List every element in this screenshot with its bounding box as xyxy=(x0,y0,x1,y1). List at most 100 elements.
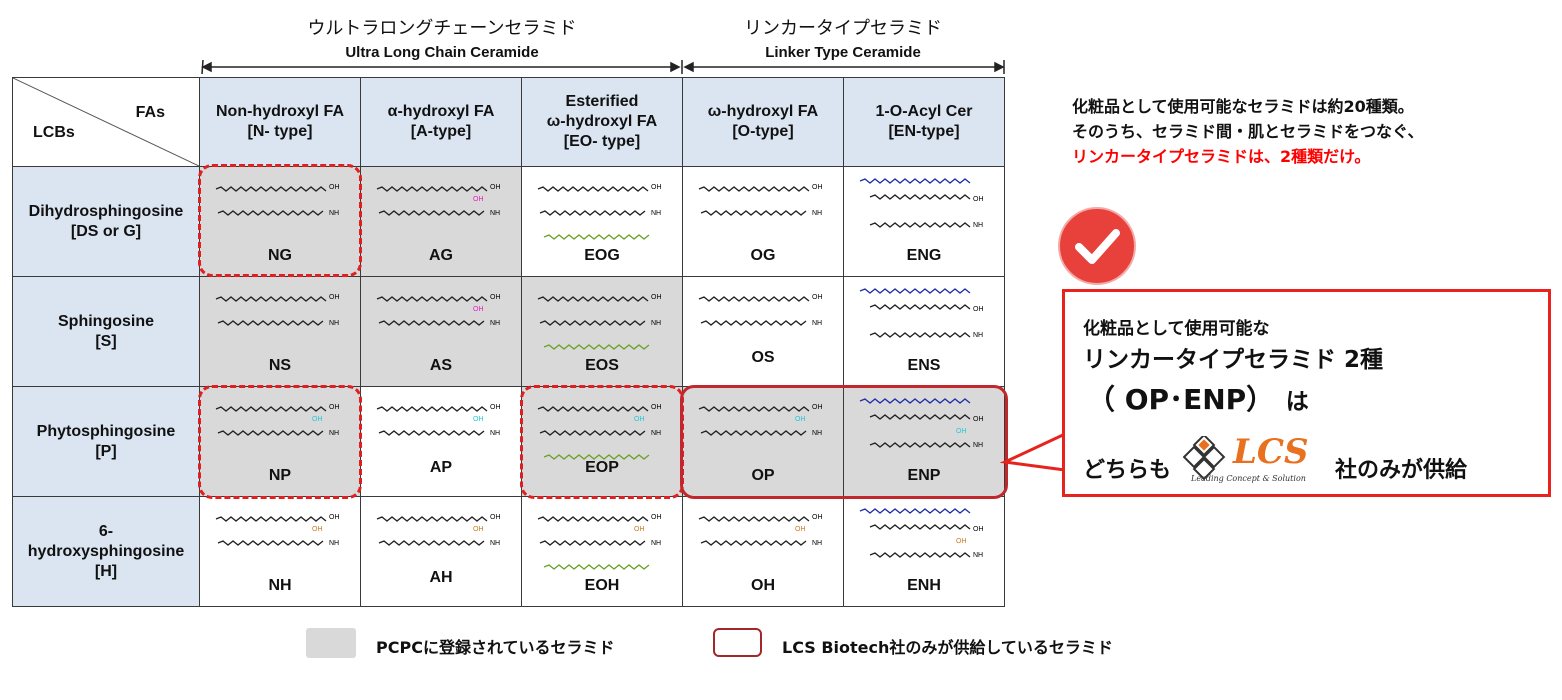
corner-lcbs-label: LCBs xyxy=(33,124,75,141)
nh-group-label: NH xyxy=(651,210,661,217)
oh-group-label: OH xyxy=(651,294,662,301)
corner-fas-label: FAs xyxy=(135,104,165,121)
oh-group-label: OH xyxy=(812,404,823,411)
callout-op-enp: （ OP･ENP） xyxy=(1087,383,1275,416)
fa-header-a: α-hydroxyl FA[A-type] xyxy=(360,77,522,167)
nh-group-label: NH xyxy=(973,442,983,449)
hydroxyl-label: OH xyxy=(473,196,484,203)
legend-red-swatch xyxy=(713,628,762,657)
hydroxyl-label: OH xyxy=(956,538,967,545)
oh-group-label: OH xyxy=(329,514,340,521)
nh-group-label: NH xyxy=(329,320,339,327)
nh-group-label: NH xyxy=(812,430,822,437)
ceramide-structure-drawing: OH NH xyxy=(859,178,984,229)
callout-line-4: どちらも LCS Leading Concept & Solution 社のみが… xyxy=(1083,432,1543,494)
lcb-header-s: Sphingosine[S] xyxy=(12,276,200,387)
nh-group-label: NH xyxy=(651,320,661,327)
lcs-logo-text: LCS xyxy=(1233,432,1309,472)
oh-group-label: OH xyxy=(490,514,501,521)
callout-line-2: リンカータイプセラミド 2種 xyxy=(1083,347,1384,373)
note-line-2: そのうち、セラミド間・肌とセラミドをつなぐ、 xyxy=(1072,122,1424,141)
nh-group-label: NH xyxy=(490,540,500,547)
hydroxyl-label: OH xyxy=(956,428,967,435)
fa-header-n: Non-hydroxyl FA[N- type] xyxy=(199,77,361,167)
ceramide-structure-drawing: OH NH OH xyxy=(215,404,340,437)
nh-group-label: NH xyxy=(812,210,822,217)
callout-dochiramo: どちらも xyxy=(1083,458,1172,483)
oh-group-label: OH xyxy=(490,184,501,191)
legend-gray-label: PCPCに登録されているセラミド xyxy=(376,638,615,657)
oh-group-label: OH xyxy=(973,196,984,203)
callout-wa: は xyxy=(1285,389,1309,415)
nh-group-label: NH xyxy=(812,320,822,327)
ceramide-structure-drawing: OH NH xyxy=(859,288,984,339)
oh-group-label: OH xyxy=(973,416,984,423)
linker-type-title-en: Linker Type Ceramide xyxy=(765,44,921,61)
fa-header-en: 1-O-Acyl Cer[EN-type] xyxy=(843,77,1005,167)
nh-group-label: NH xyxy=(973,332,983,339)
ceramide-structure-icon: OH NH OH xyxy=(852,395,997,463)
ceramide-structure-icon: OH NH xyxy=(852,175,997,243)
ultra-long-chain-title-ja: ウルトラロングチェーンセラミド xyxy=(307,18,577,39)
hydroxyl-label: OH xyxy=(312,416,323,423)
corner-diagonal xyxy=(13,78,199,166)
nh-group-label: NH xyxy=(329,210,339,217)
nh-group-label: NH xyxy=(490,320,500,327)
oh-group-label: OH xyxy=(329,404,340,411)
oh-group-label: OH xyxy=(812,514,823,521)
oh-group-label: OH xyxy=(651,404,662,411)
oh-group-label: OH xyxy=(973,306,984,313)
oh-group-label: OH xyxy=(812,294,823,301)
oh-group-label: OH xyxy=(490,294,501,301)
ceramide-structure-icon: OH NH OH xyxy=(208,505,353,573)
table-corner: FAs LCBs xyxy=(12,77,200,167)
ceramide-structure-icon: OH NH xyxy=(691,285,836,353)
ceramide-structure-icon: OH NH OH xyxy=(208,395,353,463)
nh-group-label: NH xyxy=(490,210,500,217)
legend-gray-swatch xyxy=(306,628,356,658)
nh-group-label: NH xyxy=(329,430,339,437)
ceramide-structure-icon: OH NH xyxy=(852,285,997,353)
lcb-header-ds: Dihydrosphingosine[DS or G] xyxy=(12,166,200,277)
ceramide-structure-drawing: OH NH OH xyxy=(215,514,340,547)
lcb-header-h: 6-hydroxysphingosine[H] xyxy=(12,496,200,607)
ceramide-structure-drawing: OH NH xyxy=(537,294,662,350)
ceramide-structure-drawing: OH NH xyxy=(698,294,823,327)
nh-group-label: NH xyxy=(329,540,339,547)
ceramide-structure-icon: OH NH xyxy=(530,285,675,353)
ceramide-classification-table: FAs LCBs Non-hydroxyl FA[N- type] α-hydr… xyxy=(12,77,1005,607)
check-icon xyxy=(1058,207,1136,285)
lcs-logo-mark-icon xyxy=(1183,436,1226,480)
hydroxyl-label: OH xyxy=(312,526,323,533)
nh-group-label: NH xyxy=(973,222,983,229)
ceramide-structure-drawing: OH NH OH xyxy=(376,184,501,217)
nh-group-label: NH xyxy=(812,540,822,547)
